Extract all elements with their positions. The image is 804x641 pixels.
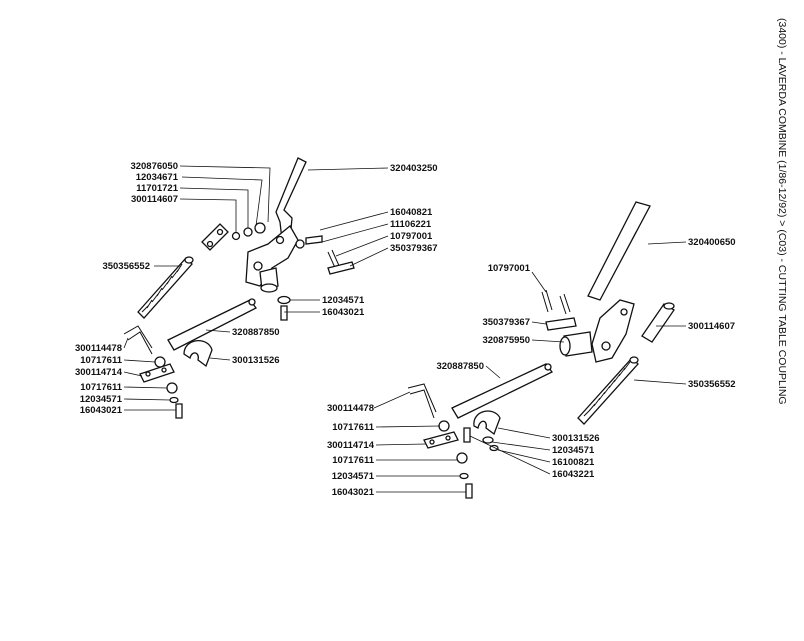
part-number-label: 10717611 (332, 422, 374, 433)
vertical-title: (3400) - LAVERDA COMBINE (1/86-12/92) > … (776, 18, 788, 405)
pin-350379367-r (545, 317, 577, 331)
bolt-16043021-r (465, 483, 473, 499)
spring-350356552 (137, 256, 194, 319)
bracket-plate (245, 225, 299, 287)
part-number-label: 10717611 (80, 382, 122, 393)
part-number-label: 16043021 (332, 487, 375, 498)
washer-12034571-r-b (459, 472, 469, 480)
part-number-label: 300114714 (327, 440, 375, 451)
part-number-label: 320887850 (232, 327, 280, 338)
u-bolt-300114478-r (407, 383, 437, 419)
tube-300114607 (641, 303, 675, 343)
part-number-label: 11701721 (136, 183, 178, 194)
part-number-label: 350379367 (482, 317, 530, 328)
part-number-label: 320875950 (482, 335, 530, 346)
part-number-label: 300131526 (552, 433, 600, 444)
part-number-label: 300114478 (75, 343, 122, 354)
pin-350379367 (327, 261, 355, 275)
right-assembly (407, 201, 675, 499)
nut-11701721 (243, 227, 253, 237)
part-number-label: 350356552 (102, 261, 150, 272)
part-number-label: 12034571 (552, 445, 595, 456)
bolt-16040821 (305, 235, 323, 245)
part-number-label: 16040821 (390, 207, 433, 218)
washer-12034571-r (482, 436, 494, 444)
part-number-label: 320887850 (436, 361, 484, 372)
part-number-label: 350356552 (688, 379, 736, 390)
part-number-label: 300114478 (327, 403, 374, 414)
part-number-label: 11106221 (390, 219, 432, 230)
part-number-label: 12034571 (80, 394, 123, 405)
link-rod-320887850-r (451, 363, 553, 419)
nut-10717611-r-a (438, 420, 450, 432)
washer-12034571-b (169, 396, 179, 404)
link-plate-300114607 (201, 223, 229, 251)
washer-12034571 (277, 295, 291, 305)
u-clamp-300131526 (183, 340, 213, 368)
part-number-label: 10717611 (80, 355, 122, 366)
part-number-label: 10717611 (332, 455, 374, 466)
part-number-label: 300131526 (232, 355, 280, 366)
bolt-16043221-r (463, 427, 471, 443)
part-number-label: 320876050 (130, 161, 178, 172)
washer-12034671 (231, 231, 241, 241)
part-number-label: 350379367 (390, 243, 438, 254)
right-label-group: 10797001 350379367 320875950 320887850 3… (327, 237, 736, 498)
part-number-label: 300114607 (688, 321, 735, 332)
bolt-16043021-b (175, 403, 183, 419)
u-bolt-300114478 (123, 325, 153, 355)
part-number-label: 10797001 (488, 263, 531, 274)
part-number-label: 16100821 (552, 457, 595, 468)
plate-300114714-r (423, 431, 459, 449)
part-number-label: 300114714 (75, 367, 123, 378)
u-clamp-300131526-r (473, 410, 501, 436)
link-rod-320887850 (167, 299, 257, 351)
nut-10717611-b (166, 382, 178, 394)
part-number-label: 12034571 (322, 295, 365, 306)
left-leaders (123, 165, 389, 411)
bush-320876050 (254, 222, 266, 234)
part-number-label: 320403250 (390, 163, 438, 174)
bolt-16043021 (280, 305, 288, 321)
part-number-label: 10797001 (390, 231, 433, 242)
part-number-label: 12034671 (136, 172, 179, 183)
nut-10717611-r-b (456, 452, 468, 464)
part-number-label: 16043021 (322, 307, 365, 318)
right-leaders (373, 241, 687, 493)
left-label-group: 320876050 12034671 11701721 300114607 35… (75, 161, 438, 416)
left-assembly (123, 157, 355, 419)
part-number-label: 300114607 (131, 194, 178, 205)
spring-350356552-r (577, 356, 639, 425)
part-number-label: 12034571 (332, 471, 375, 482)
part-number-label: 16043021 (80, 405, 123, 416)
lever-arm-320400650 (587, 201, 651, 301)
split-pin-10797001-r (541, 289, 571, 315)
part-number-label: 320400650 (688, 237, 736, 248)
part-number-label: 16043221 (552, 469, 595, 480)
bracket-plate-right (591, 299, 635, 363)
